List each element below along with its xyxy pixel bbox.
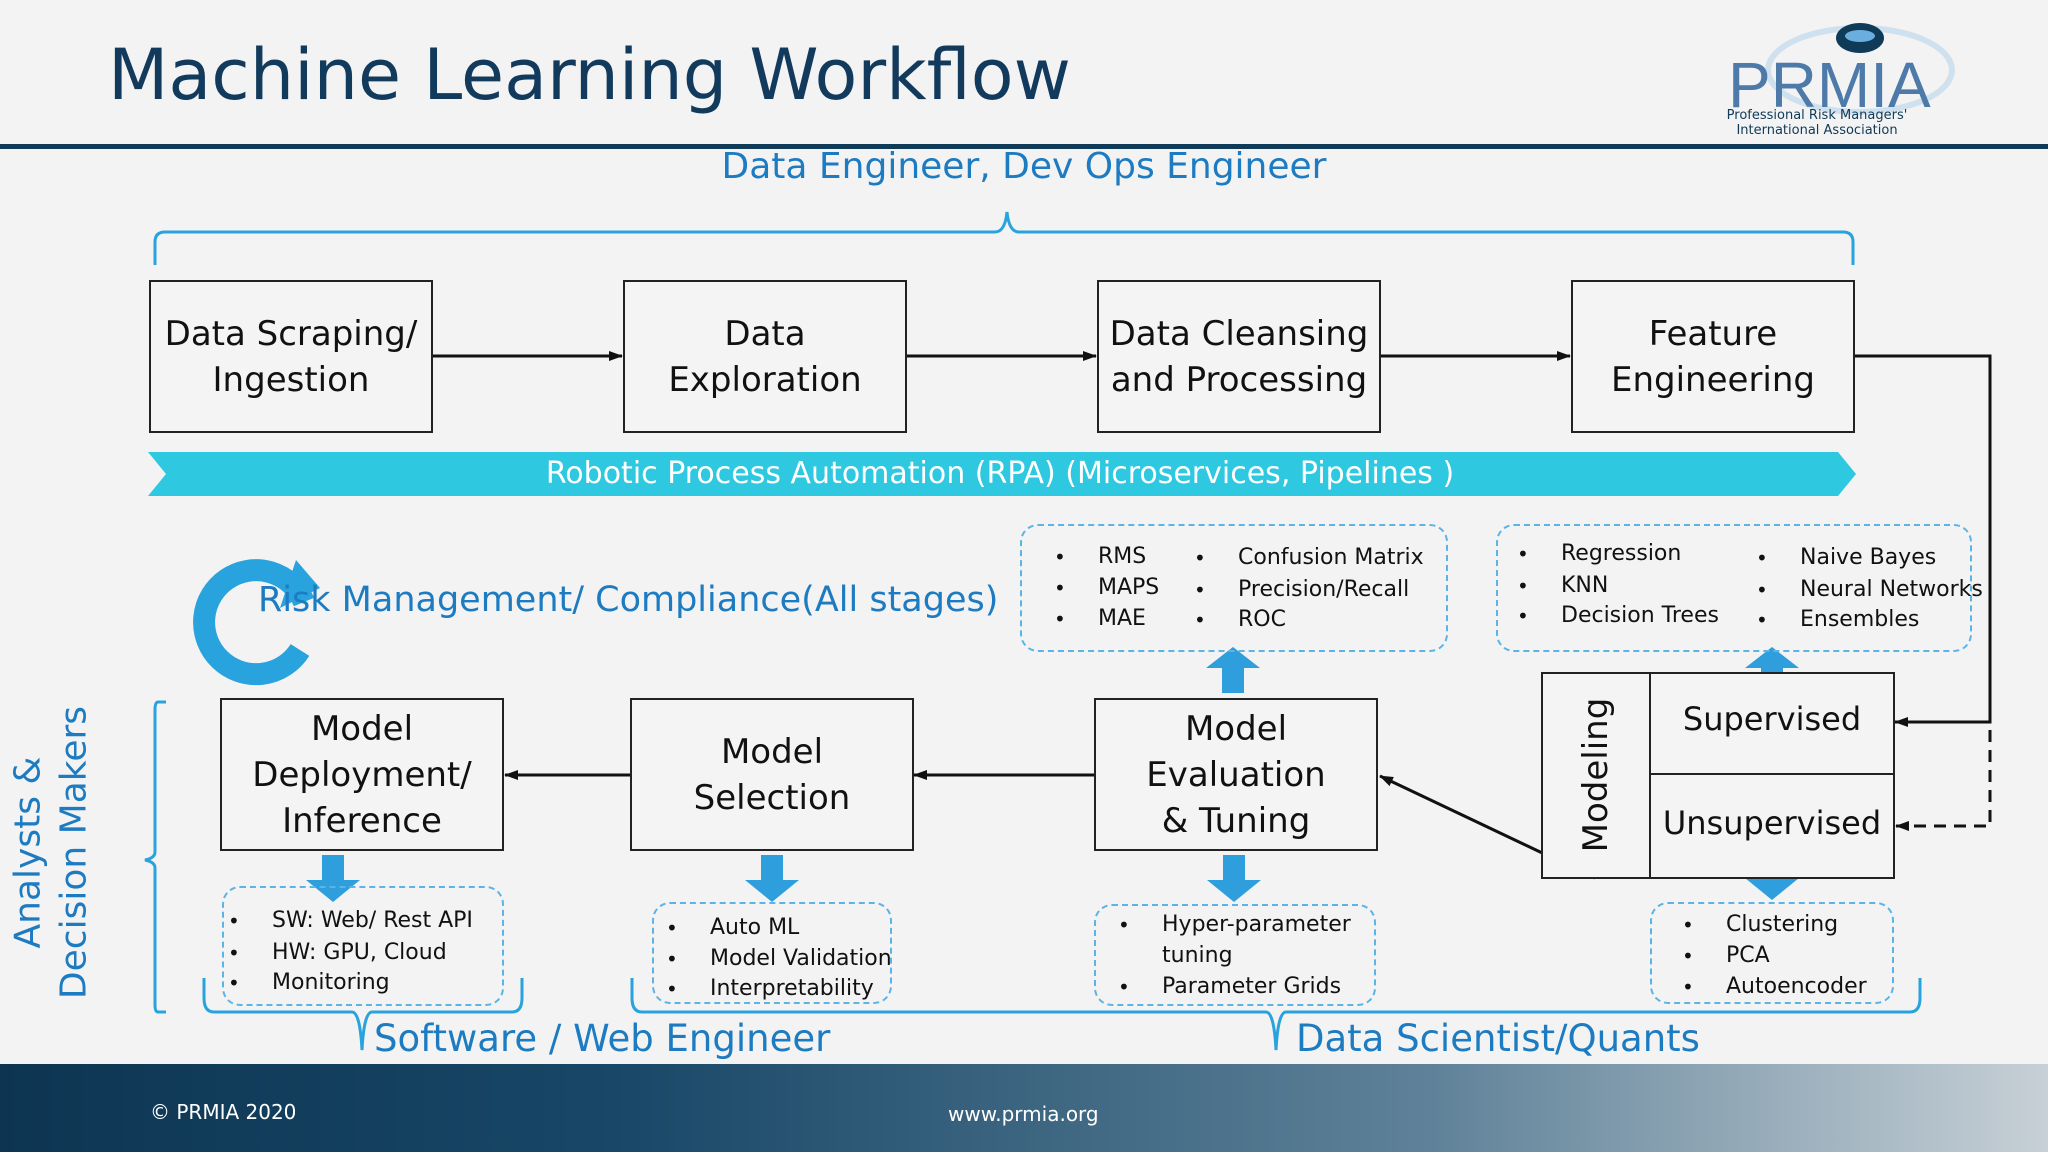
tuning-item-cont: tuning [1162, 943, 1233, 968]
metric-item: RMS [1054, 542, 1146, 572]
box-feature-engineering: Feature Engineering [1571, 280, 1855, 433]
supervised-item: Ensembles [1756, 605, 1919, 635]
metric-item: Precision/Recall [1194, 575, 1409, 605]
title-rule [0, 144, 2048, 149]
logo-swoosh-icon [1765, 23, 1955, 115]
unsupervised-item: PCA [1682, 941, 1769, 971]
blue-arrow-evaluation-down [1207, 855, 1261, 902]
blue-arrow-deployment-down [306, 855, 360, 902]
note-unsupervised [1650, 902, 1894, 1004]
role-data-engineer: Data Engineer, Dev Ops Engineer [721, 146, 1327, 187]
rpa-banner [148, 452, 1856, 496]
supervised-label: Supervised [1682, 700, 1862, 738]
supervised-item: Neural Networks [1756, 575, 1983, 605]
supervised-item: KNN [1517, 571, 1609, 601]
blue-arrow-evaluation-up [1206, 647, 1260, 693]
footer-bar [0, 1064, 2048, 1152]
box-model-evaluation: Model Evaluation & Tuning [1094, 698, 1378, 851]
note-tuning [1094, 904, 1376, 1006]
selection-item: Model Validation [666, 944, 892, 974]
logo-subtitle-2: International Association [1736, 123, 1898, 138]
risk-management-label: Risk Management/ Compliance(All stages) [258, 580, 999, 620]
supervised-item: Decision Trees [1517, 601, 1719, 631]
selection-item: Auto ML [666, 913, 799, 943]
modeling-inner-vline [1649, 672, 1651, 879]
role-analysts: Analysts & Decision Makers [8, 706, 108, 1012]
note-deployment [222, 886, 504, 1006]
deployment-item: Monitoring [228, 968, 390, 998]
prmia-logo [1700, 10, 1960, 140]
box-data-exploration: Data Exploration [623, 280, 907, 433]
role-analysts-line1: Analysts & [7, 756, 49, 949]
refresh-cycle-icon [193, 559, 320, 686]
metric-item: MAE [1054, 604, 1146, 634]
tuning-item: Hyper-parameter [1118, 910, 1351, 940]
blue-arrow-selection-down [745, 855, 799, 902]
supervised-item: Naive Bayes [1756, 543, 1936, 573]
bottom-bracket-software [202, 978, 524, 1051]
logo-subtitle-1: Professional Risk Managers' [1726, 108, 1908, 123]
bottom-bracket-data-science [630, 978, 1922, 1051]
note-evaluation-metrics [1020, 524, 1448, 652]
modeling-label: Modeling [1576, 697, 1616, 853]
logo-wordmark: PRMIA [1728, 49, 1931, 121]
metric-item: MAPS [1054, 573, 1159, 603]
unsupervised-item: Clustering [1682, 910, 1838, 940]
arrow-feature-unsupervised [1895, 370, 1992, 831]
modeling-inner-hline [1650, 773, 1895, 775]
deployment-item: HW: GPU, Cloud [228, 938, 447, 968]
page-title: Machine Learning Workflow [108, 34, 1071, 116]
footer-copyright: © PRMIA 2020 [150, 1100, 297, 1124]
box-model-selection: Model Selection [630, 698, 914, 851]
selection-item: Interpretability [666, 974, 874, 1004]
role-analysts-line2: Decision Makers [53, 705, 95, 1000]
unsupervised-item: Autoencoder [1682, 972, 1867, 1002]
left-bracket [144, 700, 166, 1014]
box-data-cleansing: Data Cleansing and Processing [1097, 280, 1381, 433]
box-model-deployment: Model Deployment/ Inference [220, 698, 504, 851]
metric-item: ROC [1194, 605, 1286, 635]
role-data-scientist: Data Scientist/Quants [1296, 1017, 1700, 1060]
rpa-label: Robotic Process Automation (RPA) (Micros… [545, 456, 1455, 491]
supervised-item: Regression [1517, 539, 1681, 569]
deployment-item: SW: Web/ Rest API [228, 906, 473, 936]
unsupervised-label: Unsupervised [1662, 804, 1882, 842]
footer-url[interactable]: www.prmia.org [948, 1102, 1099, 1126]
role-software-engineer: Software / Web Engineer [374, 1017, 831, 1060]
tuning-item: Parameter Grids [1118, 972, 1341, 1002]
modeling-container [1541, 672, 1895, 879]
top-bracket [153, 211, 1855, 265]
metric-item: Confusion Matrix [1194, 543, 1424, 573]
box-data-scraping: Data Scraping/ Ingestion [149, 280, 433, 433]
blue-arrow-supervised-up [1745, 647, 1799, 693]
